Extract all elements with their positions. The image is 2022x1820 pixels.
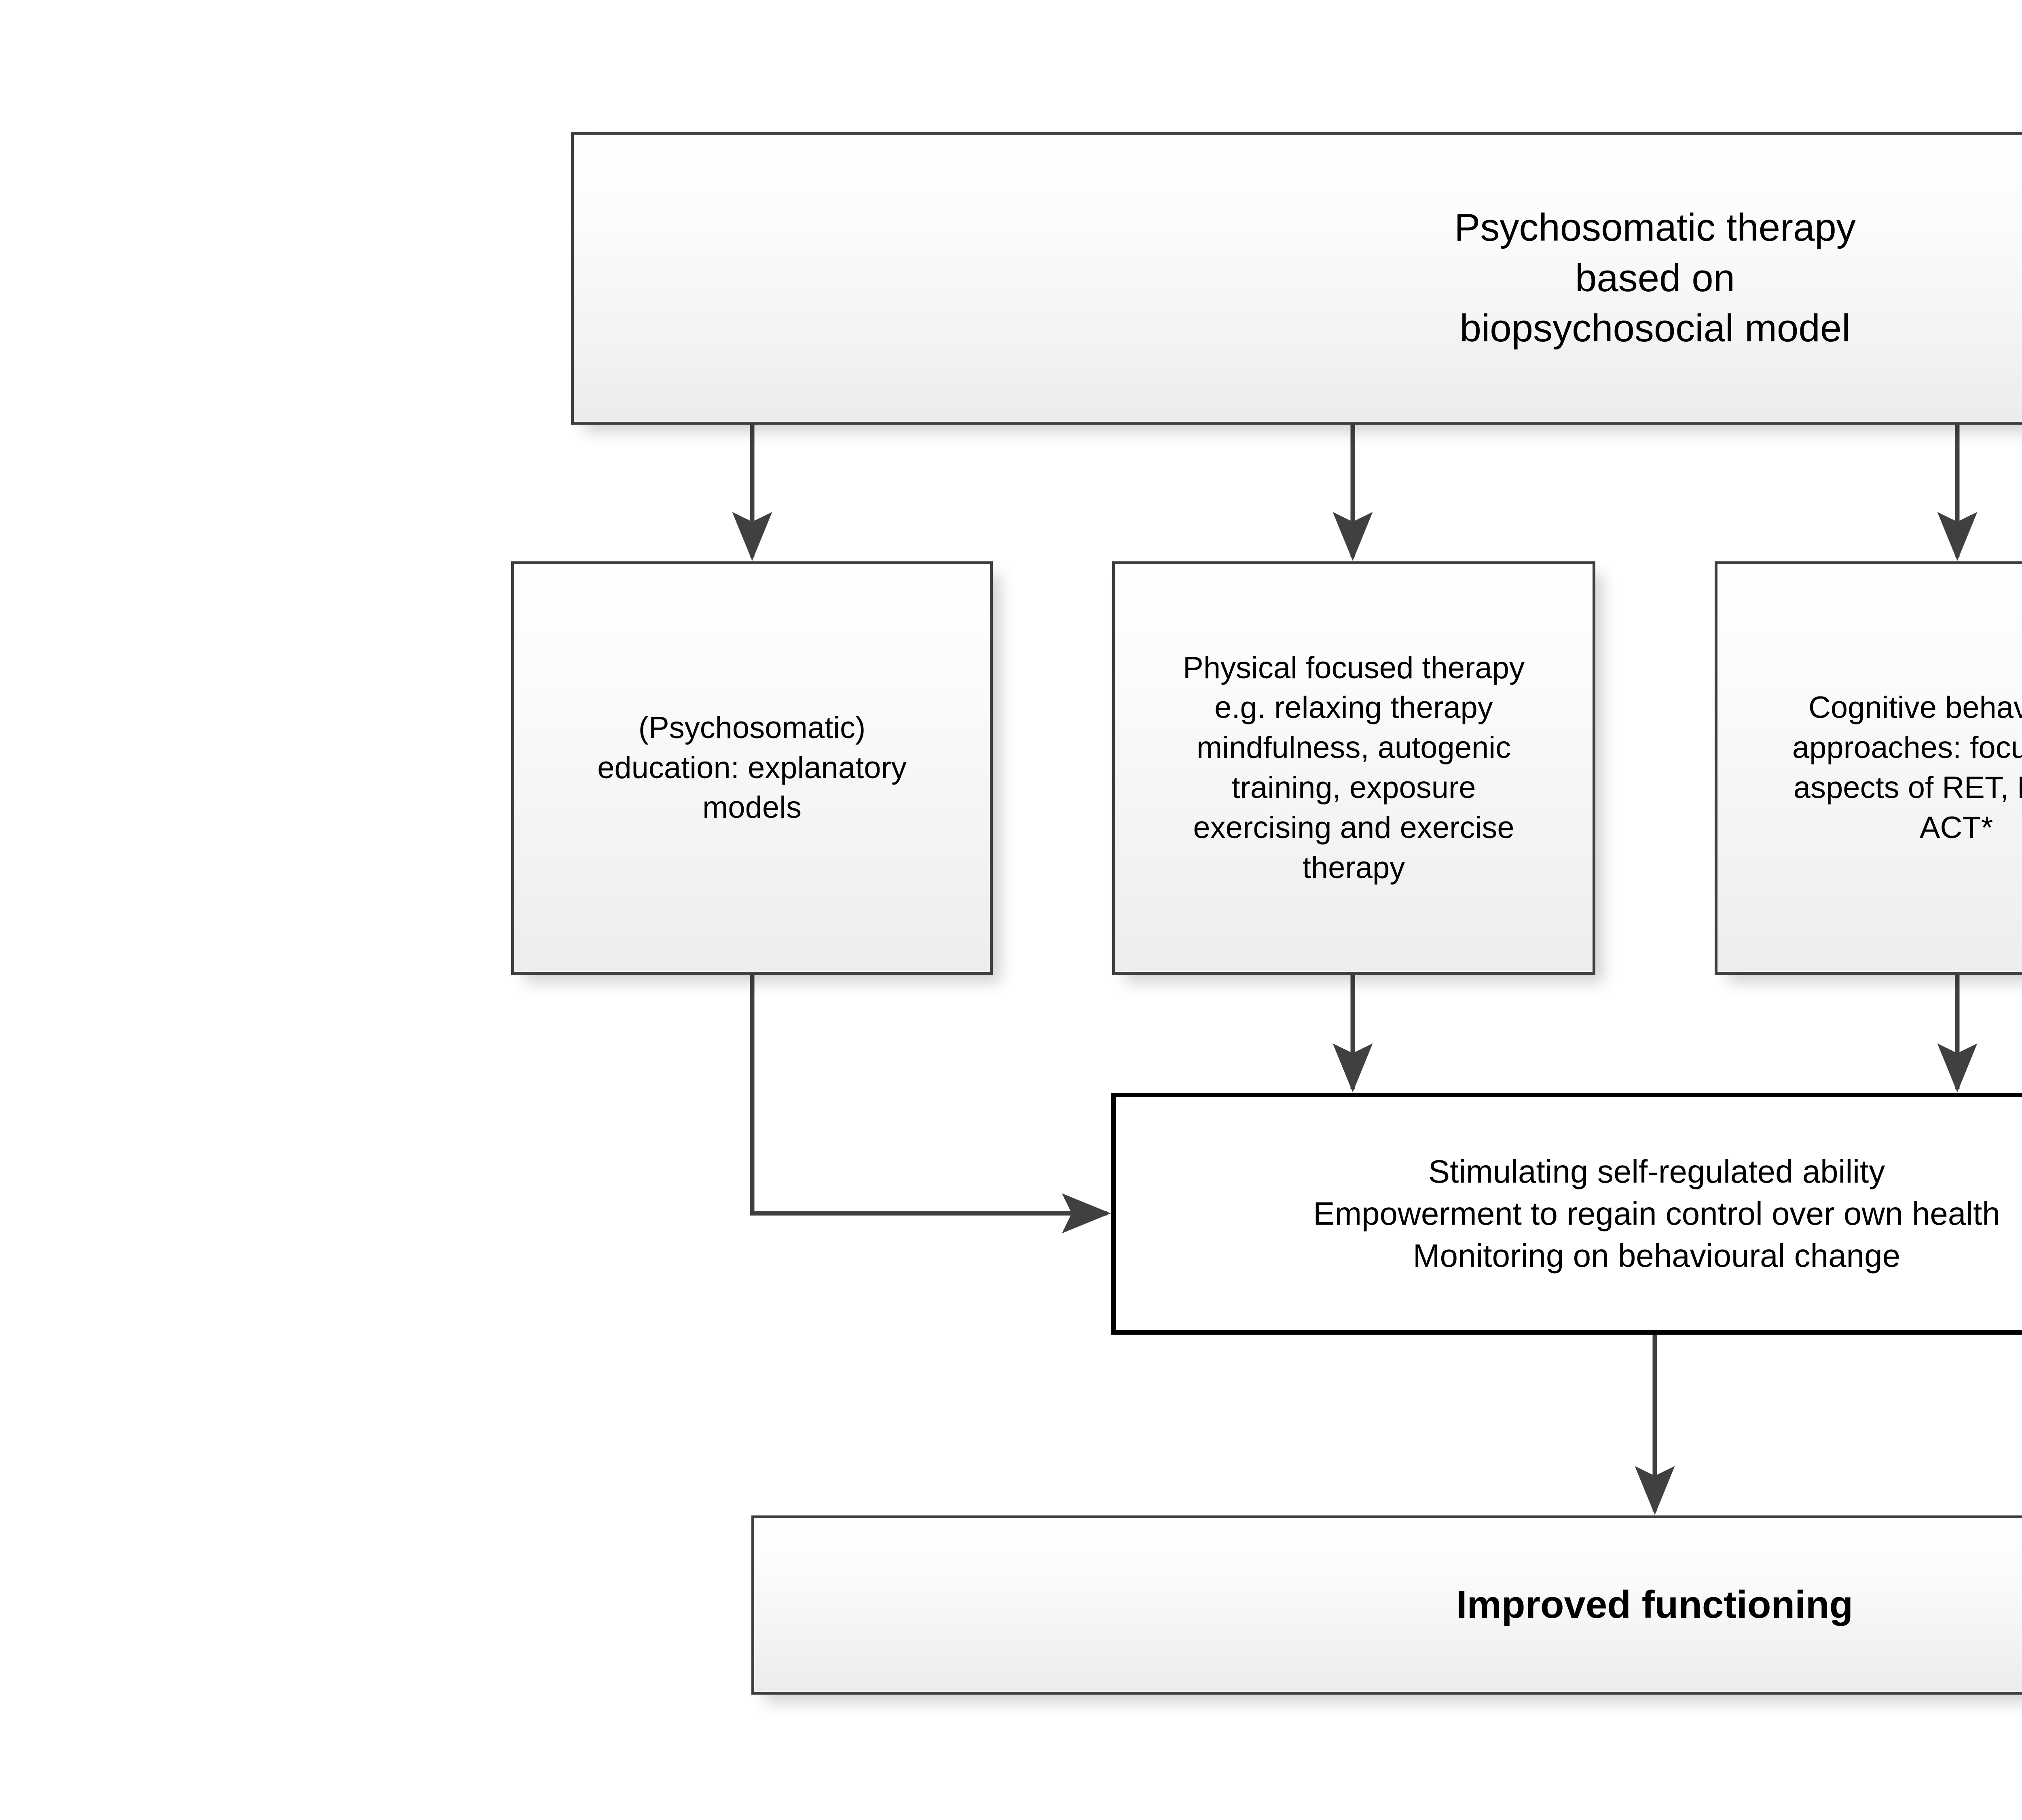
branch-box-physical-focused-therapy[interactable]: Physical focused therapy e.g. relaxing t… [1112, 561, 1595, 975]
branch-box-cognitive-behavioural[interactable]: Cognitive behavioural approaches: focuse… [1715, 561, 2022, 975]
hub-box[interactable]: Stimulating self-regulated ability Empow… [1111, 1093, 2022, 1335]
connector-education-to-hub [750, 975, 1111, 1234]
branch-box-education-label: (Psychosomatic) education: explanatory m… [597, 710, 907, 825]
outcome-box-label: Improved functioning [1456, 1583, 1853, 1627]
hub-box-line-1: Stimulating self-regulated ability [1428, 1153, 1885, 1189]
branch-box-cognitive-behavioural-label: Cognitive behavioural approaches: focuse… [1792, 690, 2022, 845]
branch-box-education[interactable]: (Psychosomatic) education: explanatory m… [511, 561, 993, 975]
branch-box-physical-focused-therapy-label: Physical focused therapy e.g. relaxing t… [1183, 650, 1525, 885]
hub-box-line-3: Monitoring on behavioural change [1413, 1238, 1901, 1274]
root-box-label: Psychosomatic therapy based on biopsycho… [1454, 205, 1856, 350]
hub-box-line-2: Empowerment to regain control over own h… [1313, 1196, 2000, 1232]
root-box[interactable]: Psychosomatic therapy based on biopsycho… [571, 132, 2022, 425]
outcome-box[interactable]: Improved functioning [751, 1515, 2022, 1695]
